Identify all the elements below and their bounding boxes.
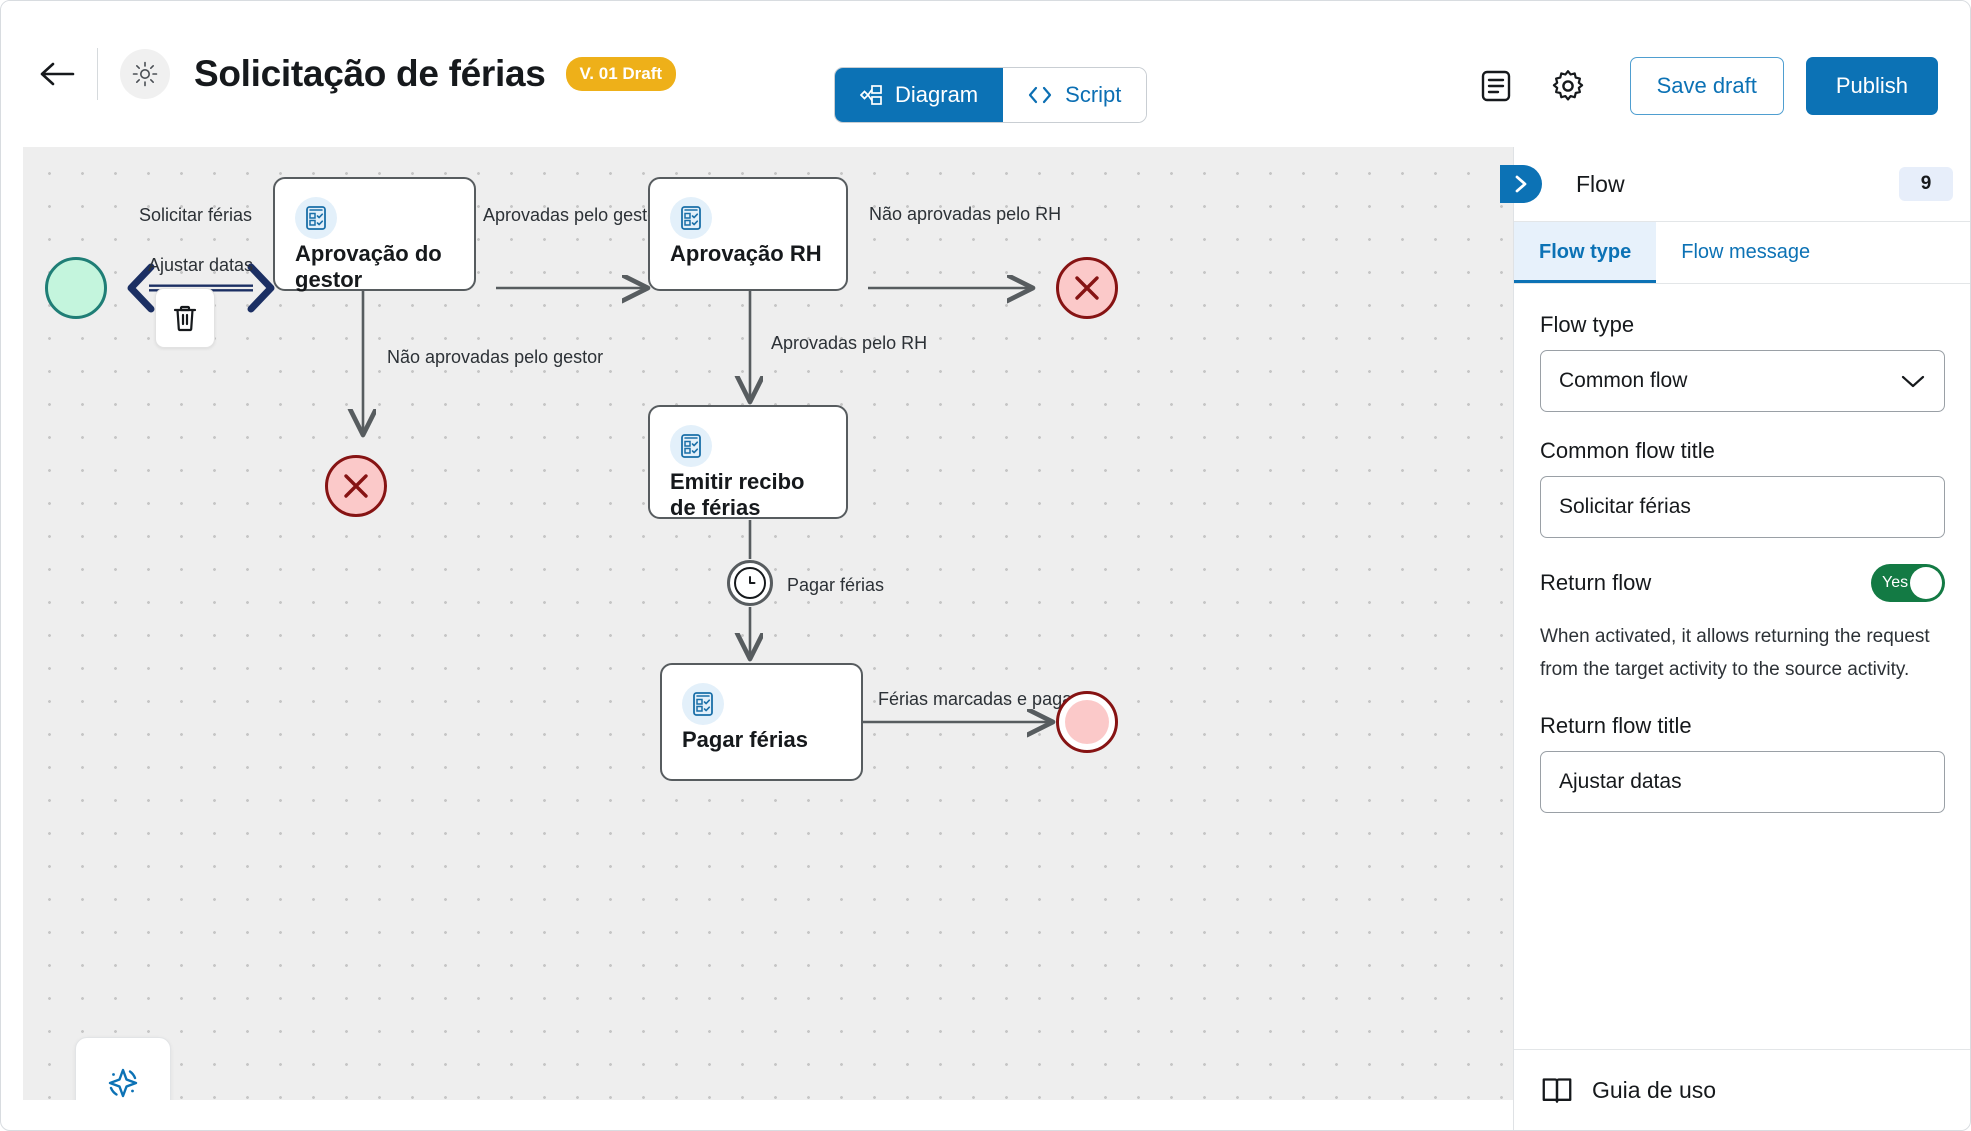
panel-body: Flow type Common flow Common flow title … — [1514, 284, 1970, 813]
tab-script-label: Script — [1065, 82, 1122, 107]
sun-icon — [132, 61, 158, 87]
code-icon — [1029, 86, 1052, 104]
tab-flow-message[interactable]: Flow message — [1681, 241, 1811, 263]
form-icon — [306, 206, 326, 230]
settings-button[interactable] — [1540, 58, 1596, 114]
node-pagar-ferias[interactable]: Pagar férias — [660, 663, 863, 781]
node-label: Emitir recibo de férias — [670, 469, 805, 520]
canvas-left-toolbar — [75, 1037, 171, 1100]
node-end-cancel-gestor[interactable] — [325, 455, 387, 517]
clock-icon — [749, 576, 756, 584]
version-badge: V. 01 Draft — [565, 57, 677, 91]
panel-collapse-button[interactable] — [1500, 165, 1542, 203]
form-icon — [693, 692, 713, 716]
close-icon — [1075, 276, 1099, 300]
node-label: Aprovação do gestor — [295, 241, 442, 292]
panel-tab-group: Flow type Flow message — [1514, 222, 1970, 284]
document-icon — [1481, 70, 1510, 102]
app-header: Solicitação de férias V. 01 Draft Diagra… — [1, 1, 1970, 147]
panel-count-badge: 9 — [1899, 167, 1953, 201]
header-divider — [97, 48, 98, 100]
form-icon — [681, 434, 701, 458]
ai-sparkle-icon — [108, 1069, 138, 1098]
return-flow-toggle-label: Yes — [1882, 574, 1909, 591]
arrow-left-icon — [40, 62, 75, 86]
flow-type-label: Flow type — [1540, 312, 1635, 337]
end-success-inner — [1065, 700, 1109, 744]
trash-icon — [173, 305, 197, 332]
common-flow-title-label: Common flow title — [1540, 438, 1715, 463]
chevron-right-icon — [1515, 175, 1527, 193]
back-button[interactable] — [31, 48, 83, 100]
close-icon — [344, 474, 368, 498]
page-title: Solicitação de férias — [194, 53, 546, 94]
common-flow-title-input[interactable]: Solicitar férias — [1540, 476, 1945, 538]
node-timer-event[interactable] — [727, 560, 773, 606]
return-flow-title-input[interactable]: Ajustar datas — [1540, 750, 1945, 813]
timer-icon — [734, 567, 766, 599]
diagram-canvas[interactable]: Solicitar férias Ajustar datas — [23, 147, 1513, 1100]
form-icon — [681, 206, 701, 230]
delete-flow-button[interactable] — [155, 288, 215, 348]
edge-label-nao-aprovadas-gestor[interactable]: Não aprovadas pelo gestor — [387, 347, 604, 367]
edge-label-solicitar-ferias[interactable]: Solicitar férias — [139, 205, 253, 225]
edge-label-nao-aprovadas-rh[interactable]: Não aprovadas pelo RH — [869, 204, 1062, 224]
form-icon-wrap — [295, 197, 337, 239]
return-flow-help-text: When activated, it allows returning the … — [1540, 626, 1930, 681]
node-end-cancel-rh[interactable] — [1056, 257, 1118, 319]
header-actions: Save draft Publish — [1468, 57, 1938, 115]
document-button[interactable] — [1468, 58, 1524, 114]
node-start-event[interactable] — [45, 257, 107, 319]
theme-button[interactable] — [120, 49, 170, 99]
panel-title: Flow — [1576, 170, 1625, 197]
guia-de-uso-link[interactable]: Guia de uso — [1514, 1049, 1970, 1130]
guia-de-uso-label: Guia de uso — [1592, 1077, 1717, 1103]
book-icon — [1542, 1077, 1572, 1103]
save-draft-button[interactable]: Save draft — [1629, 57, 1784, 115]
tab-script[interactable]: Script — [1003, 68, 1147, 122]
node-end-success[interactable] — [1056, 691, 1118, 753]
node-emitir-recibo[interactable]: Emitir recibo de férias — [648, 405, 848, 520]
tab-flow-type[interactable]: Flow type — [1514, 222, 1657, 283]
edge-label-aprovadas-gestor[interactable]: Aprovadas pelo gestor — [483, 205, 664, 225]
return-flow-label: Return flow — [1540, 570, 1652, 595]
edge-label-aprovadas-rh[interactable]: Aprovadas pelo RH — [771, 333, 928, 353]
flow-type-select[interactable]: Common flow — [1540, 350, 1945, 412]
node-aprovacao-rh[interactable]: Aprovação RH — [648, 177, 848, 291]
flow-type-value: Common flow — [1559, 369, 1688, 392]
edge-label-ferias-marcadas[interactable]: Férias marcadas e pagas — [878, 689, 1082, 709]
diagram-icon — [860, 85, 882, 105]
chevron-down-icon — [1901, 375, 1925, 388]
tab-diagram-label: Diagram — [895, 82, 979, 107]
ai-assistant-button[interactable] — [102, 1062, 144, 1100]
toggle-knob — [1910, 567, 1942, 599]
return-flow-title-label: Return flow title — [1540, 712, 1692, 738]
form-icon-wrap — [682, 683, 724, 725]
panel-header: Flow 9 — [1500, 147, 1970, 222]
publish-button[interactable]: Publish — [1805, 57, 1938, 115]
properties-panel: Flow 9 Flow type Flow message Flow type … — [1500, 147, 1970, 1130]
form-icon-wrap — [670, 425, 712, 467]
node-aprovacao-do-gestor[interactable]: Aprovação do gestor — [273, 177, 476, 292]
edge-label-pagar-ferias-timer[interactable]: Pagar férias — [787, 575, 885, 595]
node-label: Aprovação RH — [670, 241, 822, 266]
gear-icon — [1552, 70, 1583, 101]
view-tab-group: Diagram Script — [834, 67, 1148, 123]
node-label: Pagar férias — [682, 727, 808, 752]
return-flow-toggle[interactable]: Yes — [1871, 564, 1945, 602]
form-icon-wrap — [670, 197, 712, 239]
tab-diagram[interactable]: Diagram — [835, 68, 1004, 122]
edge-label-ajustar-datas[interactable]: Ajustar datas — [148, 255, 254, 275]
return-flow-row: Return flow Yes — [1540, 564, 1945, 602]
